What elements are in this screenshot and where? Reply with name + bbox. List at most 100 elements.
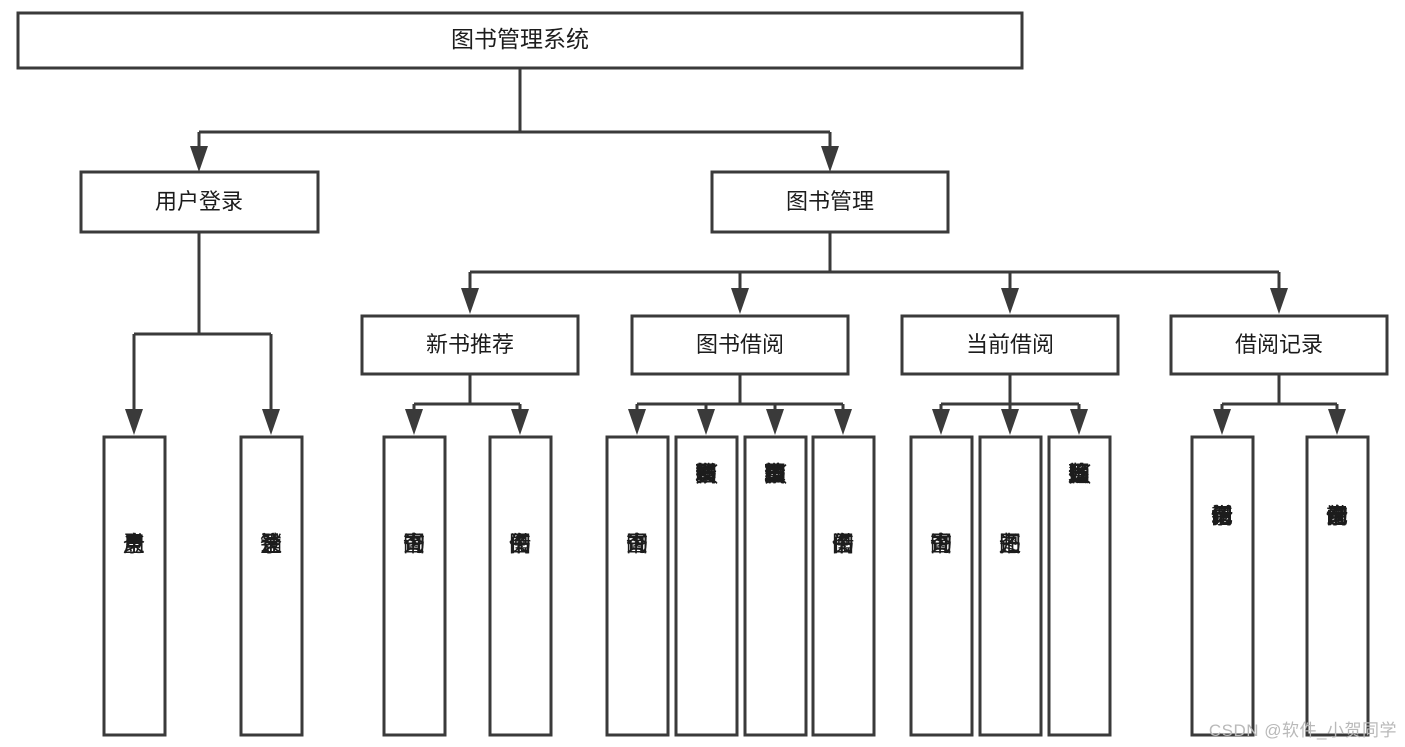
svg-text:（: （ xyxy=(694,463,719,485)
arrow-to-leaf-borrow-book-1 xyxy=(511,409,529,435)
svg-text:认: 认 xyxy=(1068,462,1090,487)
arrow-to-new-book-rec xyxy=(461,288,479,314)
node-leaf-edit-book-box[interactable] xyxy=(743,435,808,737)
svg-text:登: 登 xyxy=(260,532,282,557)
node-new-book-rec-box[interactable] xyxy=(360,314,580,376)
svg-text:询: 询 xyxy=(403,532,425,557)
svg-text:借: 借 xyxy=(1326,504,1348,529)
node-new-book-rec[interactable]: 新书推荐 xyxy=(360,314,580,376)
svg-text:书: 书 xyxy=(832,532,854,557)
node-root[interactable]: 图书管理系统 xyxy=(16,11,1024,70)
svg-text:阅: 阅 xyxy=(509,532,531,557)
node-leaf-query-book-2-box[interactable] xyxy=(605,435,670,737)
arrow-to-user-login xyxy=(190,146,208,172)
svg-text:管: 管 xyxy=(1068,462,1090,487)
node-leaf-query-book-1-box[interactable] xyxy=(382,435,447,737)
arrow-to-leaf-add-book xyxy=(697,409,715,435)
svg-text:编: 编 xyxy=(764,462,786,487)
node-book-borrow-box[interactable] xyxy=(630,314,850,376)
node-borrow-record-box[interactable] xyxy=(1169,314,1389,376)
node-borrow-record[interactable]: 借阅记录 xyxy=(1169,314,1389,376)
svg-text:图: 图 xyxy=(626,532,648,557)
node-user-login-label: 用户登录 xyxy=(155,189,243,214)
arrow-to-leaf-edit-book xyxy=(766,409,784,435)
svg-text:还: 还 xyxy=(999,532,1021,557)
svg-text:查: 查 xyxy=(626,532,648,557)
svg-text:查: 查 xyxy=(403,532,425,557)
node-user-login-box[interactable] xyxy=(79,170,320,234)
svg-text:）: ） xyxy=(694,463,719,485)
svg-text:理: 理 xyxy=(764,462,786,487)
node-borrow-record-label: 借阅记录 xyxy=(1235,332,1323,357)
svg-text:增: 增 xyxy=(695,462,717,487)
arrow-to-leaf-return-book xyxy=(1001,409,1019,435)
svg-text:（: （ xyxy=(763,463,788,485)
node-leaf-borrow-book-1-box[interactable] xyxy=(488,435,553,737)
node-leaf-user-login-label: 用户登录 xyxy=(123,532,145,557)
node-book-manage-label: 图书管理 xyxy=(786,189,874,214)
svg-text:（: （ xyxy=(1067,463,1092,485)
connector-layer xyxy=(125,68,1346,435)
node-root-box[interactable] xyxy=(16,11,1024,70)
arrow-to-leaf-add-record xyxy=(1213,409,1231,435)
svg-text:还: 还 xyxy=(1068,462,1090,487)
svg-text:用: 用 xyxy=(123,532,145,557)
svg-text:新: 新 xyxy=(1211,504,1233,529)
svg-text:借: 借 xyxy=(509,532,531,557)
svg-text:书: 书 xyxy=(930,532,952,557)
node-user-login[interactable]: 用户登录 xyxy=(79,170,320,234)
arrow-to-leaf-user-login xyxy=(125,409,143,435)
svg-text:图: 图 xyxy=(832,532,854,557)
svg-text:销: 销 xyxy=(260,532,282,557)
svg-text:管: 管 xyxy=(695,462,717,487)
svg-text:书: 书 xyxy=(403,532,425,557)
svg-text:管: 管 xyxy=(764,462,786,487)
node-leaf-query-book-3-box[interactable] xyxy=(909,435,974,737)
node-book-borrow[interactable]: 图书借阅 xyxy=(630,314,850,376)
svg-text:员: 员 xyxy=(1068,462,1090,487)
node-root-label: 图书管理系统 xyxy=(451,26,589,52)
node-book-borrow-label: 图书借阅 xyxy=(696,332,784,357)
svg-text:询: 询 xyxy=(1326,504,1348,529)
arrow-to-book-manage xyxy=(821,146,839,172)
leaf-boxes-layer xyxy=(102,435,1370,737)
node-current-borrow[interactable]: 当前借阅 xyxy=(900,314,1120,376)
node-current-borrow-box[interactable] xyxy=(900,314,1120,376)
svg-text:录: 录 xyxy=(1211,504,1233,529)
svg-text:）: ） xyxy=(763,463,788,485)
node-book-manage-box[interactable] xyxy=(710,170,950,234)
svg-text:新: 新 xyxy=(695,462,717,487)
node-book-manage[interactable]: 图书管理 xyxy=(710,170,950,234)
node-leaf-return-book-box[interactable] xyxy=(978,435,1043,737)
svg-text:图: 图 xyxy=(999,532,1021,557)
node-leaf-user-login-box[interactable] xyxy=(102,435,167,737)
svg-text:理: 理 xyxy=(1068,462,1090,487)
node-leaf-borrow-book-2-box[interactable] xyxy=(811,435,876,737)
svg-text:户: 户 xyxy=(123,532,145,557)
svg-text:记: 记 xyxy=(1211,504,1233,529)
svg-text:归: 归 xyxy=(1068,462,1090,487)
node-leaf-query-record-box[interactable] xyxy=(1305,435,1370,737)
svg-text:登: 登 xyxy=(123,532,145,557)
svg-text:图: 图 xyxy=(930,532,952,557)
node-leaf-confirm-return-box[interactable] xyxy=(1047,435,1112,737)
svg-text:借: 借 xyxy=(1211,504,1233,529)
node-leaf-add-record-box[interactable] xyxy=(1190,435,1255,737)
svg-text:）: ） xyxy=(1067,463,1092,485)
svg-text:查: 查 xyxy=(1326,504,1348,529)
arrow-to-leaf-query-book-3 xyxy=(932,409,950,435)
svg-text:查: 查 xyxy=(930,532,952,557)
svg-text:图: 图 xyxy=(509,532,531,557)
svg-text:理: 理 xyxy=(695,462,717,487)
node-leaf-logout-box[interactable] xyxy=(239,435,304,737)
node-leaf-add-book-box[interactable] xyxy=(674,435,739,737)
